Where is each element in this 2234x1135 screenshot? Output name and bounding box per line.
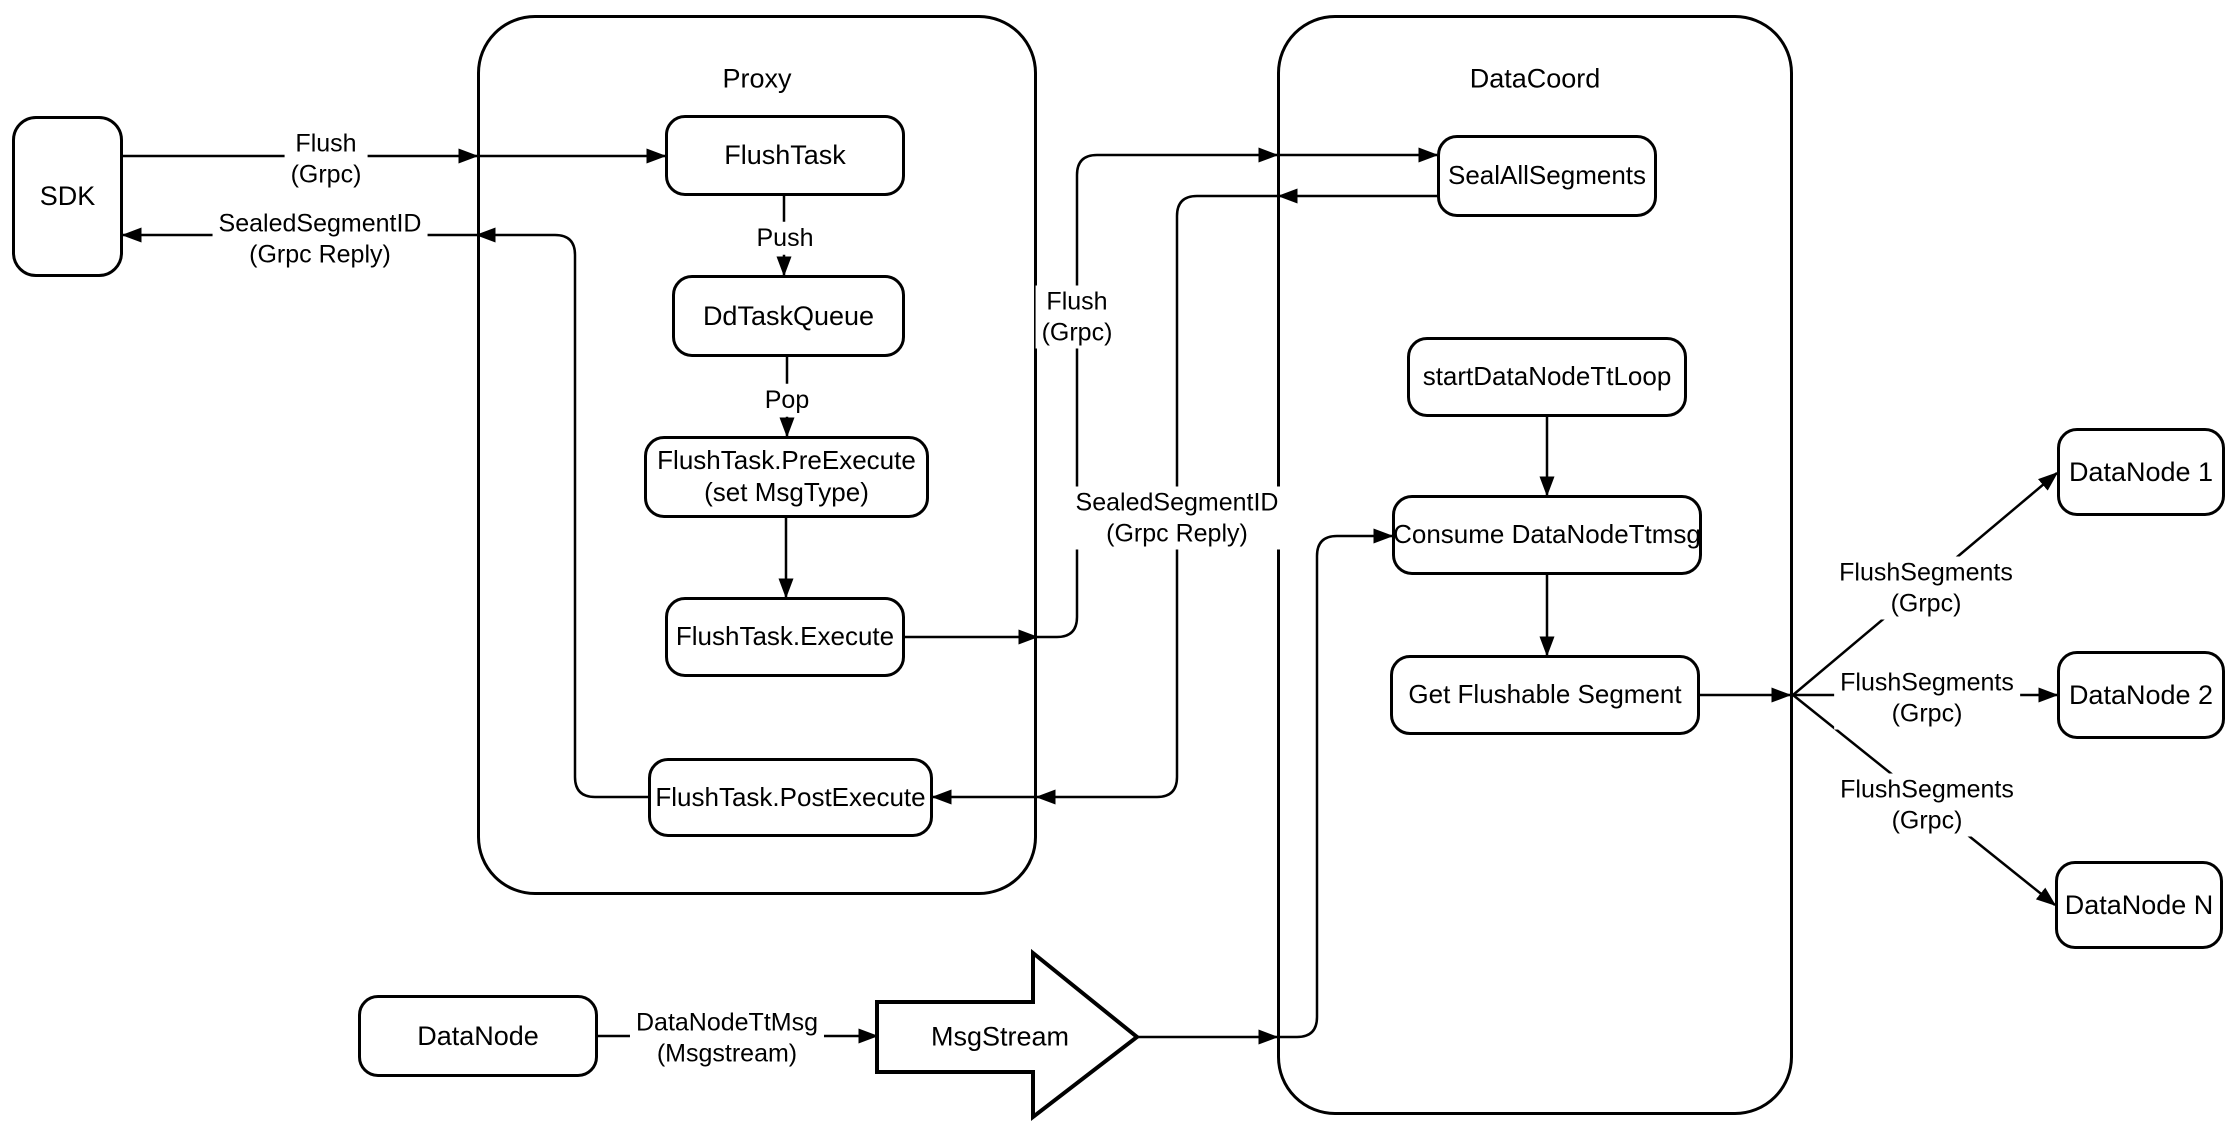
datacoord-container-label: DataCoord: [1469, 63, 1601, 94]
label-line: Flush: [295, 129, 357, 158]
label-line: (Grpc): [290, 160, 362, 188]
node-get-flushable-segment: Get Flushable Segment: [1390, 655, 1700, 735]
label-line: DataNodeTtMsg: [635, 1008, 819, 1037]
proxy-container-label: Proxy: [722, 63, 792, 94]
label-line: (Grpc): [1891, 699, 1963, 727]
label-flushsegments-1: FlushSegments (Grpc): [1833, 556, 2019, 620]
node-datanode-n: DataNode N: [2055, 861, 2223, 949]
label-push: Push: [750, 221, 820, 255]
node-execute: FlushTask.Execute: [665, 597, 905, 677]
node-ddtaskqueue: DdTaskQueue: [672, 275, 905, 357]
label-line: SealedSegmentID: [1075, 488, 1279, 517]
node-preexecute: FlushTask.PreExecute (set MsgType): [644, 436, 929, 518]
edge-up-into-consume: [1277, 528, 1394, 1039]
node-sdk: SDK: [12, 116, 123, 277]
label-datanodettmsg: DataNodeTtMsg (Msgstream): [629, 1006, 825, 1070]
label-line: (Grpc): [1041, 318, 1113, 346]
node-consume-datanodettmsg: Consume DataNodeTtmsg: [1392, 495, 1702, 575]
label-flush-grpc-sdk: Flush (Grpc): [284, 127, 368, 191]
label-line: (Msgstream): [656, 1039, 798, 1067]
label-line: Flush: [1046, 287, 1108, 316]
label-line: FlushSegments: [1840, 668, 2014, 697]
node-startdatanodettloop: startDataNodeTtLoop: [1407, 337, 1687, 417]
label-line: (Grpc): [1890, 589, 1962, 617]
node-preexecute-line2: (set MsgType): [704, 477, 869, 507]
label-flushsegments-2: FlushSegments (Grpc): [1834, 666, 2020, 730]
label-line: (Grpc Reply): [249, 240, 391, 268]
node-preexecute-line1: FlushTask.PreExecute: [657, 445, 916, 476]
node-datanode-1: DataNode 1: [2057, 428, 2225, 516]
node-sealallsegments: SealAllSegments: [1437, 135, 1657, 217]
node-flushtask: FlushTask: [665, 115, 905, 196]
label-pop: Pop: [758, 383, 816, 417]
node-datanode: DataNode: [358, 995, 598, 1077]
label-flushsegments-3: FlushSegments (Grpc): [1834, 773, 2020, 837]
label-line: (Grpc Reply): [1106, 519, 1248, 547]
label-line: SealedSegmentID: [218, 209, 422, 238]
edge-postexecute-up-to-proxy-edge: [475, 227, 648, 799]
label-line: FlushSegments: [1839, 558, 2013, 587]
edge-execute-up-to-datacoord-edge: [1037, 147, 1279, 639]
proxy-container: [477, 15, 1037, 895]
datacoord-container: [1277, 15, 1793, 1115]
label-line: FlushSegments: [1840, 775, 2014, 804]
label-flush-grpc-mid: Flush (Grpc): [1035, 285, 1119, 349]
node-postexecute: FlushTask.PostExecute: [648, 758, 933, 837]
label-msgstream: MsgStream: [930, 1021, 1070, 1052]
label-sealedsegmentid-mid: SealedSegmentID (Grpc Reply): [1069, 486, 1285, 550]
label-sealedsegmentid-sdk: SealedSegmentID (Grpc Reply): [212, 207, 428, 271]
msgstream-block-arrow: [875, 948, 1141, 1122]
node-datanode-2: DataNode 2: [2057, 651, 2225, 739]
label-line: (Grpc): [1891, 806, 1963, 834]
